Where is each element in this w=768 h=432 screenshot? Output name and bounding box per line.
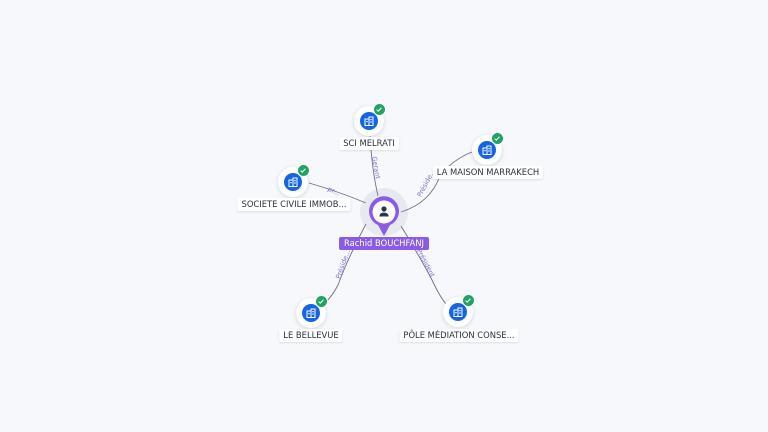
building-icon: [449, 303, 467, 321]
check-icon: [373, 103, 386, 116]
company-label-pole[interactable]: PÔLE MÉDIATION CONSE...: [399, 329, 519, 342]
company-label-societe[interactable]: SOCIETE CIVILE IMMOB...: [237, 198, 351, 211]
company-node-maison[interactable]: [472, 132, 504, 165]
check-icon: [315, 295, 328, 308]
person-node[interactable]: [366, 195, 402, 237]
company-node-sci[interactable]: [354, 103, 386, 136]
check-icon: [462, 294, 475, 307]
company-node-bellevue[interactable]: [296, 295, 328, 328]
check-icon: [491, 132, 504, 145]
relation-label-sci: Gerant: [370, 156, 382, 180]
relation-label-bellevue: Préside...: [334, 249, 352, 280]
company-label-sci[interactable]: SCI MELRATI: [339, 137, 399, 150]
company-label-bellevue[interactable]: LE BELLEVUE: [279, 329, 343, 342]
company-label-maison[interactable]: LA MAISON MARRAKECH: [432, 166, 544, 179]
building-icon: [302, 304, 320, 322]
building-icon: [478, 141, 496, 159]
check-icon: [297, 164, 310, 177]
person-icon: [379, 206, 389, 217]
relation-line-maison: [400, 151, 473, 213]
company-node-societe[interactable]: [278, 164, 310, 197]
person-name-label[interactable]: Rachid BOUCHFANJ: [339, 237, 429, 250]
relation-line-societe: [308, 182, 367, 204]
relation-label-societe: pr...: [326, 185, 341, 198]
building-icon: [284, 173, 302, 191]
relation-label-pole: Président: [415, 248, 437, 279]
building-icon: [360, 112, 378, 130]
company-node-pole[interactable]: [443, 294, 475, 327]
